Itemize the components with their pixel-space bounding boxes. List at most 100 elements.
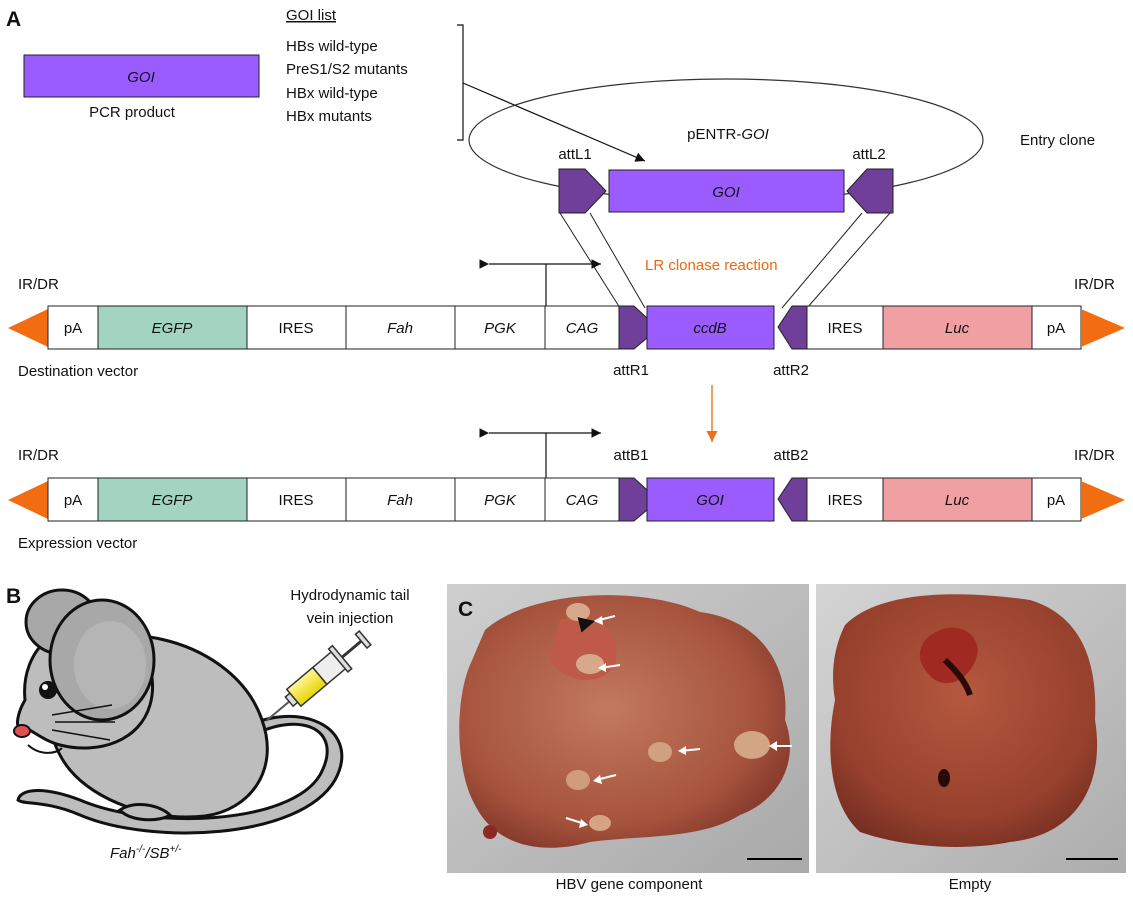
tumor-arrow-head — [678, 746, 686, 755]
dest-ir-left: IR/DR — [18, 276, 59, 293]
mouse-eye — [39, 681, 57, 699]
goi-list-item-1: HBs wild-type — [286, 38, 378, 55]
seg-label: IRES — [278, 492, 313, 509]
liver-spot — [938, 769, 950, 787]
seg-EGFP — [97, 305, 248, 350]
mouse-eye-highlight — [42, 684, 48, 690]
seg-Luc — [882, 305, 1033, 350]
photo-empty-liver — [816, 584, 1126, 873]
seg-label: IRES — [278, 320, 313, 337]
entry-clone-label: Entry clone — [1020, 132, 1095, 149]
attB1-label: attB1 — [613, 447, 648, 464]
seg-label: pA — [1047, 320, 1065, 337]
seg-label: pA — [64, 492, 82, 509]
attR2-site — [777, 305, 808, 350]
liver-spot — [483, 825, 497, 839]
seg-label: Luc — [945, 492, 970, 509]
entry-plasmid-name: pENTR-GOI — [687, 126, 769, 143]
pcr-product-box — [23, 54, 260, 98]
panel-a-label: A — [6, 8, 21, 31]
seg-label: Fah — [387, 492, 413, 509]
entry-goi-box — [608, 169, 845, 213]
seg-ccdB — [646, 305, 775, 350]
ir-dr-left-arrow — [8, 309, 48, 347]
mouse-illustration — [13, 588, 344, 835]
attL2-label: attL2 — [852, 146, 885, 163]
goi-list-item-4: HBx mutants — [286, 108, 372, 125]
seg-pA — [47, 477, 99, 522]
tumor-nodule — [589, 815, 611, 831]
injection-label-line1: Hydrodynamic tail — [290, 587, 409, 604]
liver-tissue — [830, 594, 1098, 847]
seg-label: PGK — [484, 320, 517, 337]
expr-ir-right: IR/DR — [1074, 447, 1115, 464]
lr-reaction-label: LR clonase reaction — [645, 257, 778, 274]
attB1-site — [618, 477, 648, 522]
goi-list-bracket — [457, 24, 464, 141]
destination-vector: IR/DR IR/DR pA EGFP IRES Fah PGK CAG ccd… — [8, 259, 1125, 380]
panel-c-label: C — [458, 598, 473, 621]
photo-hbv-liver — [447, 584, 809, 873]
seg-PGK — [454, 477, 546, 522]
liver-lesion — [919, 627, 978, 684]
recomb-line — [781, 212, 863, 309]
tumor-nodule — [566, 770, 590, 790]
seg-label: CAG — [566, 492, 599, 509]
tumor-nodule — [734, 731, 770, 759]
seg-label: ccdB — [693, 320, 726, 337]
syringe-plunger-cap — [354, 629, 372, 650]
expression-caption: Expression vector — [18, 535, 137, 552]
mouse-nose — [13, 724, 31, 738]
goi-list-title: GOI list — [286, 7, 337, 24]
seg-label: GOI — [696, 492, 724, 509]
liver-crease — [942, 657, 973, 697]
destination-caption: Destination vector — [18, 363, 138, 380]
liver-tissue — [459, 595, 790, 848]
seg-Fah — [345, 477, 456, 522]
mouse-foot — [117, 803, 173, 822]
attB2-site — [777, 477, 808, 522]
pcr-goi-label: GOI — [127, 69, 155, 86]
seg-label: pA — [1047, 492, 1065, 509]
seg-CAG — [544, 305, 620, 350]
recomb-line — [589, 212, 646, 309]
mouse-tail — [16, 715, 344, 835]
ir-dr-right-arrow — [1081, 309, 1125, 347]
tumor-arrow-head — [598, 663, 606, 672]
tumor-nodule — [648, 742, 672, 762]
seg-label: EGFP — [152, 320, 193, 337]
attL2-site — [846, 168, 894, 214]
mouse-mouth — [27, 744, 63, 754]
expr-ir-left: IR/DR — [18, 447, 59, 464]
dest-ir-right: IR/DR — [1074, 276, 1115, 293]
seg-label: PGK — [484, 492, 517, 509]
attR1-site — [618, 305, 648, 350]
seg-label: IRES — [827, 492, 862, 509]
pcr-product-caption: PCR product — [89, 104, 176, 121]
seg-IRES — [806, 477, 884, 522]
attR1-label: attR1 — [613, 362, 649, 379]
recomb-line — [806, 212, 891, 309]
goi-insertion-arrow — [462, 82, 646, 162]
attL1-label: attL1 — [558, 146, 591, 163]
seg-CAG — [544, 477, 620, 522]
photo-left-caption: HBV gene component — [556, 876, 704, 893]
attR2-label: attR2 — [773, 362, 809, 379]
syringe-needle — [265, 699, 292, 722]
injection-label-line2: vein injection — [307, 610, 394, 627]
seg-IRES — [246, 477, 347, 522]
seg-EGFP — [97, 477, 248, 522]
tumor-arrow-head — [769, 741, 777, 751]
tumor-nodule — [576, 654, 604, 674]
expression-vector: IR/DR IR/DR attB1 attB2 pA EGFP IRES Fah… — [8, 428, 1125, 552]
ir-dr-right-arrow — [1081, 481, 1125, 519]
mouse-whiskers — [51, 704, 115, 741]
seg-pA — [1031, 477, 1082, 522]
seg-label: EGFP — [152, 492, 193, 509]
seg-label: Fah — [387, 320, 413, 337]
seg-Luc — [882, 477, 1033, 522]
seg-GOI — [646, 477, 775, 522]
mouse-ear-inner — [74, 621, 146, 709]
syringe-icon — [265, 629, 372, 722]
